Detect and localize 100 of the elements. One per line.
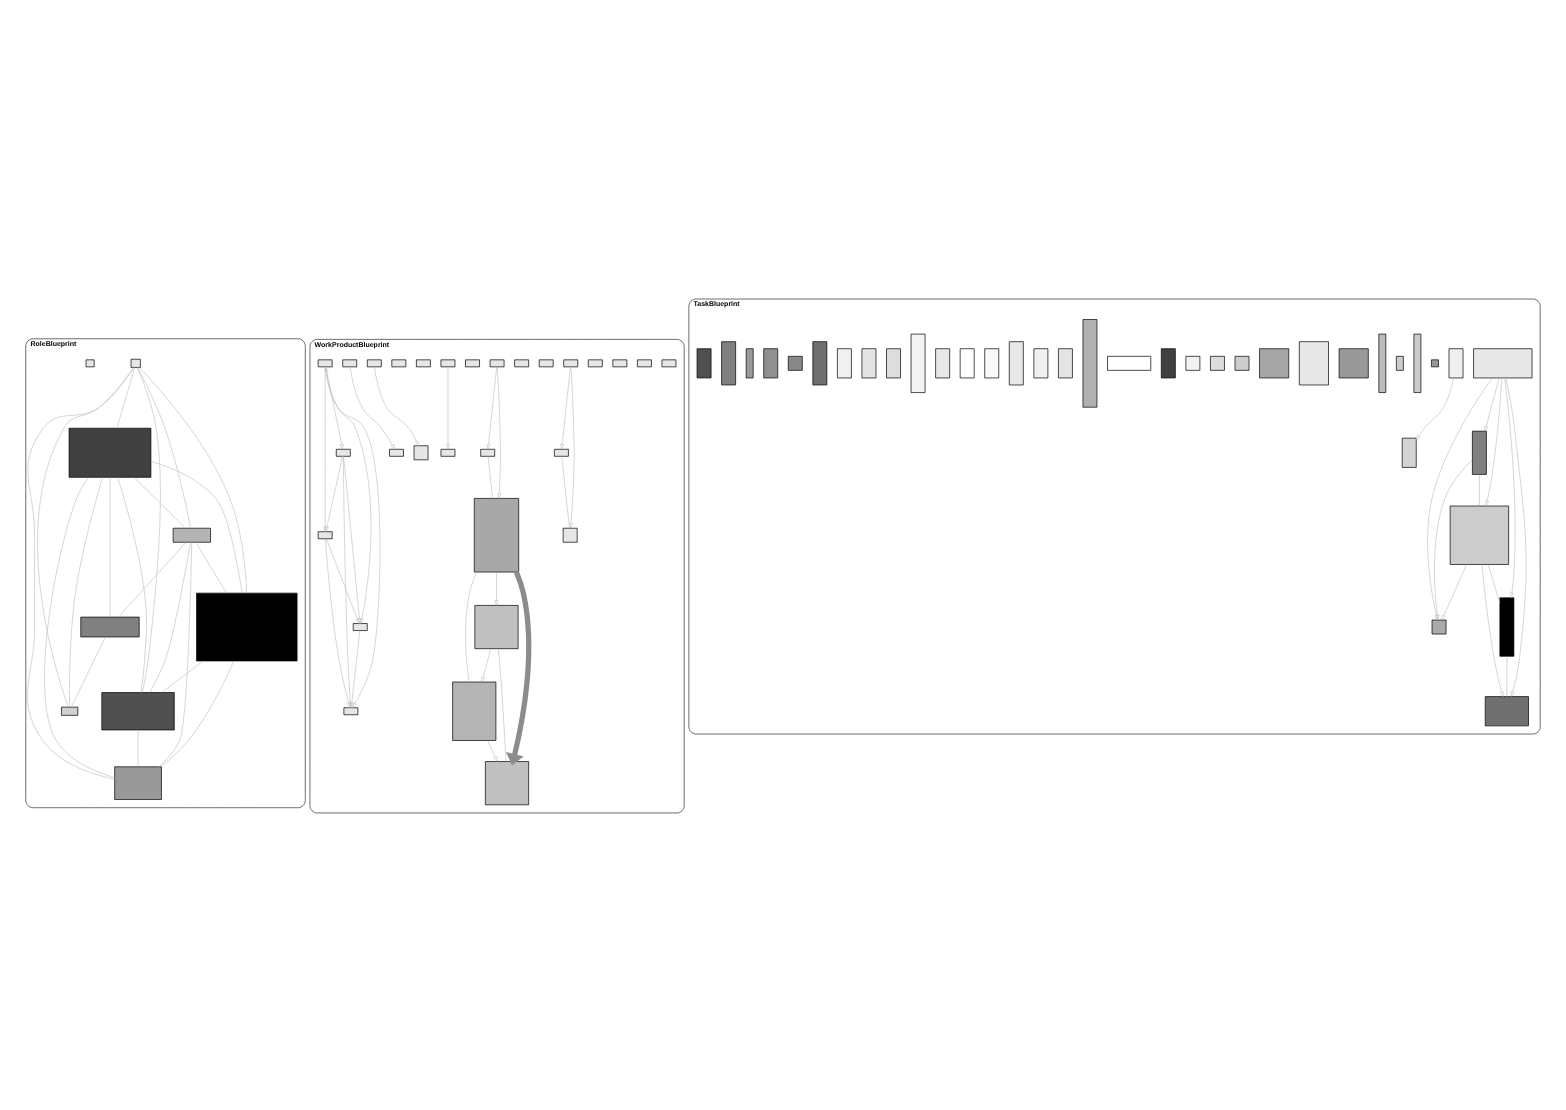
connector [27,366,134,779]
node-box [1396,354,1404,370]
node-box [196,591,298,661]
node-box [342,358,358,367]
node-box [1378,332,1387,392]
node-box [763,347,779,378]
node-box [1338,347,1369,378]
node-box [1499,596,1515,656]
connector [1487,563,1501,603]
node-box [391,358,407,367]
arrow [560,365,571,449]
node-box [1449,504,1509,564]
node-box [1160,347,1176,378]
connector [137,366,191,528]
connector [37,366,134,707]
arrow [486,365,498,449]
node-box [1448,347,1464,378]
connector [161,659,204,692]
arrow [569,365,575,528]
node-box [587,358,603,367]
connector [561,455,570,528]
node-box [485,760,529,805]
node-box [317,358,333,367]
node-box [1431,618,1447,634]
node-box [101,691,175,730]
node-box [68,426,152,477]
node-box [1033,347,1049,378]
arrow [349,365,396,449]
node-box [61,705,79,715]
node-box [1473,347,1533,378]
node-box [812,340,828,385]
node-box [452,680,497,740]
node-box [1082,318,1098,407]
arrow [1415,376,1455,440]
node-box [538,358,554,367]
arrow [1434,458,1473,620]
connector [71,635,106,707]
node-box [959,347,975,378]
node-box [416,358,431,367]
node-box [172,526,211,542]
node-box [389,447,404,456]
node-box [562,526,578,542]
connector [158,541,192,767]
node-box [1234,354,1250,370]
arrow [494,570,499,605]
node-box [696,347,712,378]
arrow [481,647,492,682]
arrow [324,365,344,449]
node-box [317,530,333,539]
node-box [563,358,579,367]
node-box [745,347,754,378]
connector [465,570,477,682]
arrow [496,365,502,498]
node-box [473,497,520,572]
arrow [1504,376,1516,598]
connector [160,659,234,766]
node-box [1185,354,1201,370]
node-box [1107,354,1152,370]
node-box [366,358,382,367]
connector [137,366,161,692]
connector [116,366,135,428]
node-box [984,347,1000,378]
arrow [343,455,362,623]
arrow [374,365,419,446]
node-box [343,706,359,715]
arrow [1427,376,1493,620]
node-box [489,358,505,367]
node-box [861,347,877,378]
arrow [505,570,532,765]
node-box [1210,354,1225,370]
connector [134,476,186,528]
connector [117,476,147,692]
node-box [352,622,368,630]
connector [44,476,115,777]
node-box [440,358,456,367]
connector [138,366,247,593]
arrow [1485,376,1503,506]
connector [149,541,191,692]
connector [498,647,507,761]
node-box [413,444,429,460]
arrow [487,739,498,761]
arrow [326,537,360,623]
arrow [1484,376,1500,431]
connector [150,460,243,593]
arrow [1441,563,1467,620]
node-box [1259,347,1290,378]
node-box [514,358,529,367]
node-box [612,358,628,367]
arrow [1505,376,1527,696]
connector [69,476,103,707]
node-box [637,358,652,367]
node-box [1298,340,1329,385]
connector [1479,473,1480,506]
node-box [480,447,496,456]
node-box [114,765,162,799]
node-box [85,358,95,367]
node-box [1413,332,1422,392]
node-box [554,447,569,456]
node-box [837,347,852,378]
node-box [80,615,140,637]
